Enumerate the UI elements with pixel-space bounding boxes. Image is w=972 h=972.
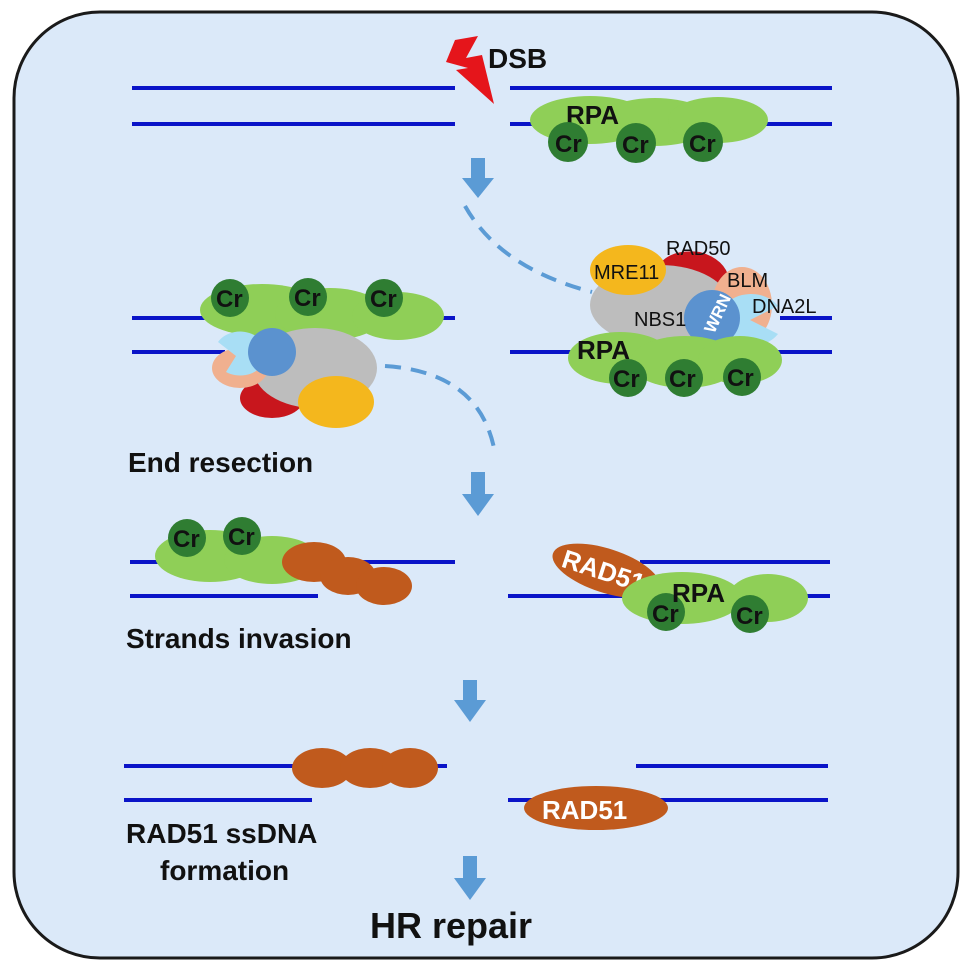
- cr-circle: [609, 359, 647, 397]
- cell-frame: [12, 10, 960, 960]
- cr-label: Cr: [228, 524, 255, 551]
- rad50-label: RAD50: [666, 238, 730, 260]
- dsb-label: DSB: [488, 43, 547, 74]
- cr-circle: [647, 593, 685, 631]
- down-arrow-icon: [462, 158, 494, 198]
- mre11-shape: [298, 376, 374, 428]
- step-label-hr-repair: HR repair: [370, 905, 532, 946]
- mre11-shape: [590, 245, 666, 295]
- down-arrow-icon: [454, 856, 486, 900]
- rpa-label: RPA: [672, 578, 725, 608]
- rad51-oval: [524, 786, 668, 830]
- cr-circle: [223, 517, 261, 555]
- cr-label: Cr: [216, 286, 243, 313]
- cr-label: Cr: [622, 132, 649, 159]
- cr-circle: [289, 278, 327, 316]
- dashed-arc: [463, 205, 593, 294]
- mre11-label: MRE11: [594, 262, 659, 284]
- cr-circle: [168, 519, 206, 557]
- cr-label: Cr: [294, 285, 321, 312]
- row-dsb: DSB RPA Cr Cr Cr: [132, 36, 832, 163]
- nbs1-label: NBS1: [634, 309, 686, 331]
- wrn-circle: [684, 290, 740, 346]
- dna2l-label: DNA2L: [752, 296, 816, 318]
- step-label-strands-invasion: Strands invasion: [126, 623, 352, 654]
- cr-label: Cr: [689, 131, 716, 158]
- dashed-arc: [384, 364, 496, 449]
- step-label-rad51-line2: formation: [160, 855, 289, 886]
- cr-circle: [683, 122, 723, 162]
- cr-label: Cr: [727, 365, 754, 392]
- cr-label: Cr: [613, 366, 640, 393]
- rad51-oval: [292, 748, 352, 788]
- wrn-circle: [248, 328, 296, 376]
- row-strands-invasion: Cr Cr RAD51 RPA Cr Cr Strands invasion: [126, 517, 830, 654]
- cr-label: Cr: [652, 601, 679, 628]
- resection-complex-left: Cr Cr Cr End resection: [128, 278, 455, 478]
- cr-label: Cr: [669, 366, 696, 393]
- cr-circle: [616, 123, 656, 163]
- blm-label: BLM: [727, 270, 768, 292]
- cr-circle: [548, 122, 588, 162]
- cr-label: Cr: [736, 603, 763, 630]
- step-label-end-resection: End resection: [128, 447, 313, 478]
- step-label-rad51-line1: RAD51 ssDNA: [126, 818, 317, 849]
- cr-label: Cr: [173, 526, 200, 553]
- rad51-oval: [340, 748, 400, 788]
- cr-circle: [665, 359, 703, 397]
- cr-circle: [731, 595, 769, 633]
- down-arrow-icon: [454, 680, 486, 722]
- lightning-bolt-icon: [446, 36, 494, 104]
- cr-label: Cr: [555, 131, 582, 158]
- rad51-oval: [356, 567, 412, 605]
- rad51-oval: [382, 748, 438, 788]
- resection-complex-right: RAD50 MRE11 BLM NBS1 DNA2L WRN RPA Cr Cr…: [510, 238, 832, 397]
- down-arrow-icon: [462, 472, 494, 516]
- rad51-label: RAD51: [542, 795, 627, 825]
- rpa-label: RPA: [577, 335, 630, 365]
- row-rad51-ssdna: RAD51 RAD51 ssDNA formation: [124, 748, 828, 886]
- cr-circle: [365, 279, 403, 317]
- cr-circle: [211, 279, 249, 317]
- cr-label: Cr: [370, 286, 397, 313]
- cr-circle: [723, 358, 761, 396]
- rpa-complex: RPA Cr Cr Cr: [530, 96, 768, 163]
